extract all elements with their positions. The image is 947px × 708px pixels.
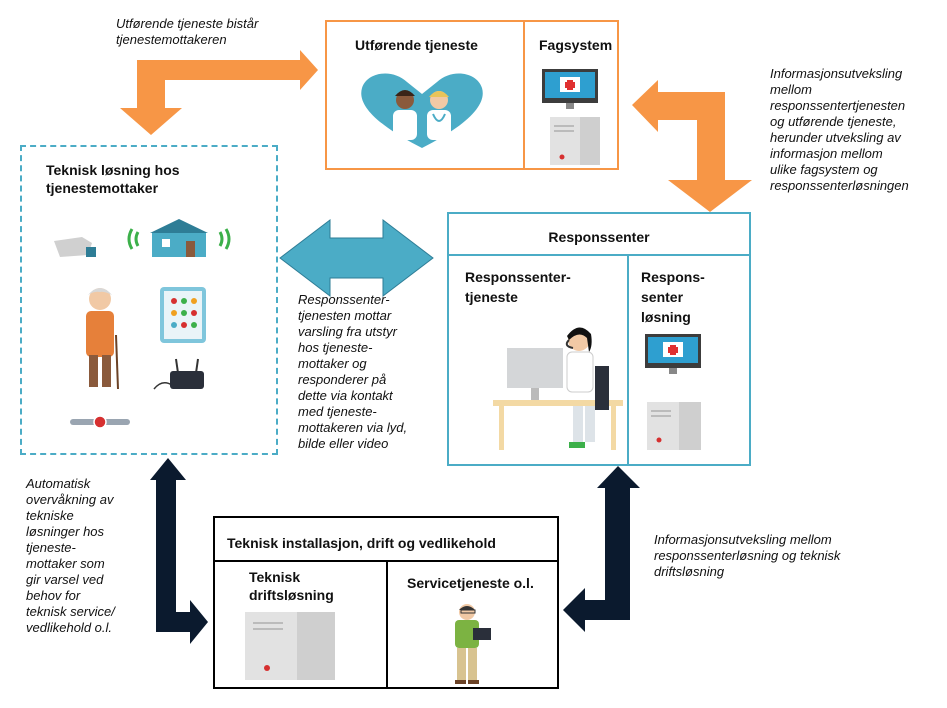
note-bottom-left: Automatisk overvåkning av tekniske løsni… <box>26 476 115 635</box>
responssenter-box: Responssenter Responssenter- tjeneste Re… <box>447 212 751 466</box>
orange-arrow-right <box>632 80 752 212</box>
elderly-person-icon <box>86 288 119 390</box>
operator-headset-icon <box>493 327 623 450</box>
alarm-button-icon <box>70 415 130 429</box>
utforende-divider <box>523 22 525 168</box>
double-arrow-horizontal <box>279 218 434 298</box>
responssenter-losning-line3: løsning <box>641 309 691 325</box>
note-top-left: Utførende tjeneste bistår tjenestemottak… <box>116 16 259 47</box>
responssenter-header-divider <box>449 254 749 256</box>
note-middle: Responssenter- tjenesten mottar varsling… <box>298 292 408 451</box>
dark-arrow-right <box>563 466 640 632</box>
drift-title-line1: Teknisk <box>249 569 301 585</box>
responssenter-title: Responssenter <box>548 229 650 245</box>
installasjon-title: Teknisk installasjon, drift og vedlikeho… <box>227 535 496 551</box>
utforende-tjeneste-title: Utførende tjeneste <box>355 37 478 53</box>
note-bottom-right: Informasjonsutveksling mellom responssen… <box>654 532 841 579</box>
fagsystem-title: Fagsystem <box>539 37 613 53</box>
orange-arrow-left <box>120 50 318 135</box>
teknisk-mottaker-title-line2: tjenestemottaker <box>46 180 159 196</box>
responssenter-computer-icon <box>645 334 701 450</box>
caregivers-heart-icon <box>361 73 483 148</box>
responssenter-tjeneste-line1: Responssenter- <box>465 269 571 285</box>
installasjon-vertical-divider <box>386 560 388 687</box>
note-top-right: Informasjonsutveksling mellom responssen… <box>770 66 909 193</box>
responssenter-losning-line1: Respons- <box>641 269 705 285</box>
teknisk-mottaker-box: Teknisk løsning hos tjenestemottaker <box>20 145 278 455</box>
fagsystem-computer-icon <box>542 69 600 165</box>
teknisk-mottaker-title-line1: Teknisk løsning hos <box>46 162 180 178</box>
responssenter-tjeneste-line2: tjeneste <box>465 289 518 305</box>
drift-title-line2: driftsløsning <box>249 587 334 603</box>
utforende-tjeneste-box: Utførende tjeneste Fagsystem <box>325 20 619 170</box>
installasjon-box: Teknisk installasjon, drift og vedlikeho… <box>213 516 559 689</box>
responssenter-losning-line2: senter <box>641 289 684 305</box>
driftslosning-server-icon <box>245 612 335 680</box>
dark-arrow-left <box>150 458 208 644</box>
hand-sensor-icon <box>54 237 96 257</box>
technician-icon <box>455 604 491 684</box>
tablet-icon <box>160 287 206 343</box>
house-icon <box>127 219 231 257</box>
service-title: Servicetjeneste o.l. <box>407 575 534 591</box>
router-icon <box>153 358 204 390</box>
responssenter-vertical-divider <box>627 254 629 464</box>
